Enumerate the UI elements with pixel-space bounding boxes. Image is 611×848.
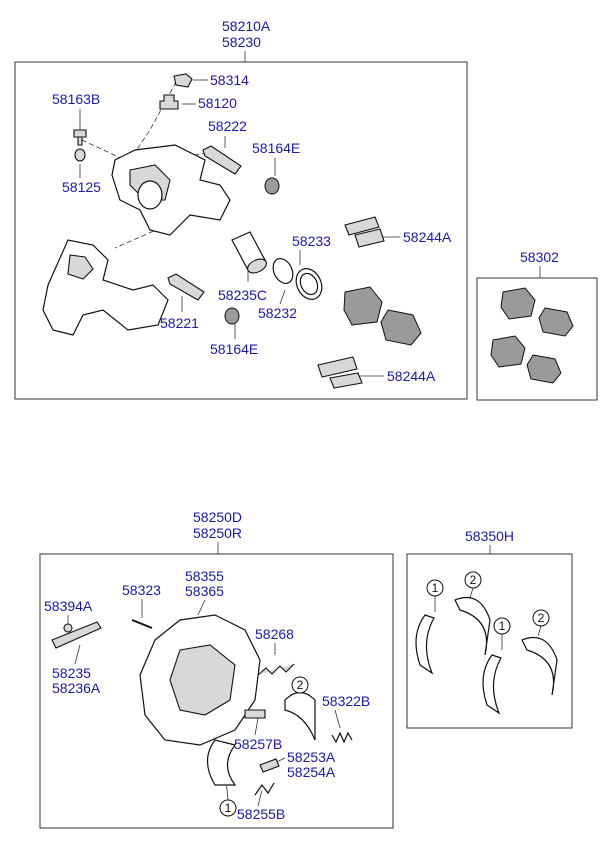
label-58314[interactable]: 58314 bbox=[210, 72, 249, 88]
shoe-group-box bbox=[39, 553, 394, 829]
kit-shoe-2a-part bbox=[454, 596, 491, 656]
bolt-58163b-part bbox=[73, 129, 87, 146]
carrier-bracket-part bbox=[42, 239, 169, 336]
kit-pad-2-part bbox=[538, 307, 574, 337]
label-58254a[interactable]: 58254A bbox=[287, 764, 336, 780]
shoe-kit-title[interactable]: 58350H bbox=[465, 528, 514, 544]
shoe-group: 58250D 58250R 58323 58355 58365 58394A 5… bbox=[39, 509, 394, 829]
spring-58255b-part bbox=[254, 782, 275, 796]
label-58244a-top[interactable]: 58244A bbox=[403, 229, 452, 245]
label-58268[interactable]: 58268 bbox=[255, 626, 294, 642]
label-58125[interactable]: 58125 bbox=[62, 179, 101, 195]
washer-part bbox=[74, 148, 86, 162]
brake-pad-inner-part bbox=[343, 286, 383, 326]
label-58235[interactable]: 58235 bbox=[52, 665, 91, 681]
kit-pad-1-part bbox=[500, 287, 536, 320]
label-58257b[interactable]: 58257B bbox=[234, 736, 282, 752]
kit-shoe-2b-part bbox=[521, 636, 558, 696]
shoe-kit-box bbox=[406, 553, 573, 729]
label-58163b[interactable]: 58163B bbox=[52, 91, 100, 107]
pad-kit-box bbox=[476, 277, 598, 401]
label-58222[interactable]: 58222 bbox=[208, 118, 247, 134]
label-58244a-bottom[interactable]: 58244A bbox=[387, 368, 436, 384]
kit-pad-4-part bbox=[526, 354, 562, 384]
label-58323[interactable]: 58323 bbox=[122, 582, 161, 598]
svg-text:1: 1 bbox=[432, 581, 439, 595]
caliper-group-box bbox=[14, 61, 468, 400]
label-58355[interactable]: 58355 bbox=[185, 568, 224, 584]
bleeder-screw-part bbox=[159, 94, 179, 110]
label-58365[interactable]: 58365 bbox=[185, 583, 224, 599]
shoe-group-title-2[interactable]: 58250R bbox=[193, 525, 242, 541]
label-58164e-bottom[interactable]: 58164E bbox=[210, 341, 258, 357]
brake-pad-outer-part bbox=[380, 309, 422, 346]
guide-pin-upper-part bbox=[202, 145, 242, 175]
kit-shoe-1b-part bbox=[482, 654, 502, 715]
label-58233[interactable]: 58233 bbox=[292, 233, 331, 249]
svg-text:2: 2 bbox=[297, 678, 304, 692]
marker-1-shoe-group bbox=[219, 799, 237, 817]
shoe-lower-part bbox=[206, 739, 237, 786]
shoe-upper-part bbox=[284, 691, 316, 741]
bleeder-cap-part bbox=[173, 73, 193, 88]
label-58232[interactable]: 58232 bbox=[258, 305, 297, 321]
pad-kit-group: 58302 bbox=[476, 249, 598, 401]
pad-clip-upper-part bbox=[344, 216, 385, 248]
parking-lever-part bbox=[51, 621, 102, 649]
svg-text:2: 2 bbox=[538, 611, 545, 625]
svg-text:2: 2 bbox=[470, 573, 477, 587]
kit-shoe-1a-part bbox=[415, 614, 435, 675]
caliper-group: 58210A 58230 58314 58163B 58120 58222 58… bbox=[14, 18, 468, 400]
label-58394a[interactable]: 58394A bbox=[44, 598, 93, 614]
guide-pin-lower-part bbox=[167, 273, 205, 301]
label-58221[interactable]: 58221 bbox=[160, 315, 199, 331]
caliper-group-title-1[interactable]: 58210A bbox=[222, 18, 271, 34]
label-58235c[interactable]: 58235C bbox=[218, 287, 267, 303]
label-58236a[interactable]: 58236A bbox=[52, 680, 101, 696]
shoe-kit-group: 58350H 1 2 1 2 bbox=[406, 528, 573, 729]
spring-58322b-part bbox=[331, 731, 353, 744]
shoe-group-title-1[interactable]: 58250D bbox=[193, 509, 242, 525]
label-58255b[interactable]: 58255B bbox=[237, 806, 285, 822]
spring-58268-part bbox=[257, 663, 295, 676]
seal-part bbox=[272, 258, 294, 284]
label-58164e-top[interactable]: 58164E bbox=[252, 140, 300, 156]
boot-lower-part bbox=[224, 307, 240, 325]
label-58120[interactable]: 58120 bbox=[198, 95, 237, 111]
boot-upper-part bbox=[264, 177, 280, 195]
label-58253a[interactable]: 58253A bbox=[287, 749, 336, 765]
caliper-group-title-2[interactable]: 58230 bbox=[222, 34, 261, 50]
svg-text:1: 1 bbox=[225, 801, 232, 815]
svg-text:1: 1 bbox=[499, 619, 506, 633]
marker-2-shoe-group bbox=[291, 676, 309, 694]
clip-58394a-part bbox=[63, 623, 73, 633]
adjuster-58253a-part bbox=[259, 758, 280, 773]
pad-kit-title[interactable]: 58302 bbox=[520, 249, 559, 265]
pad-clip-lower-part bbox=[317, 356, 363, 389]
adjuster-part bbox=[244, 709, 266, 719]
label-58322b[interactable]: 58322B bbox=[322, 693, 370, 709]
kit-pad-3-part bbox=[490, 335, 526, 368]
